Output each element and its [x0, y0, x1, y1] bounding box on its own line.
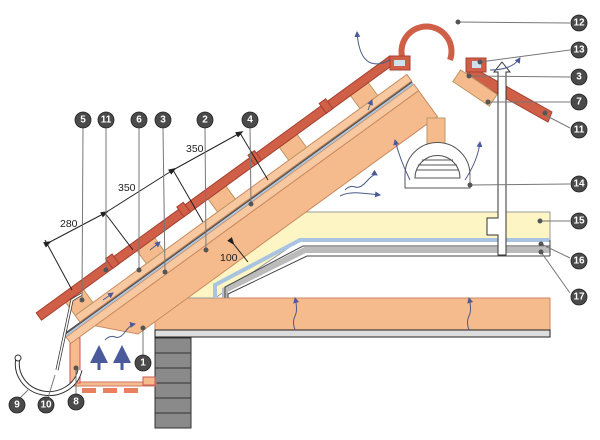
callout-16: 16 [570, 252, 588, 270]
svg-text:2: 2 [202, 115, 208, 126]
callout-11-left: 11 [97, 111, 115, 129]
callout-9: 9 [8, 396, 26, 414]
svg-text:4: 4 [247, 115, 253, 126]
svg-text:7: 7 [576, 97, 582, 108]
svg-text:12: 12 [573, 18, 585, 29]
brick-wall [154, 337, 192, 429]
svg-text:11: 11 [101, 115, 112, 126]
airflow-arrows [90, 31, 521, 370]
callout-11-right: 11 [570, 121, 588, 139]
svg-text:9: 9 [14, 400, 20, 411]
svg-text:3: 3 [576, 72, 582, 83]
svg-text:17: 17 [573, 292, 585, 303]
svg-text:14: 14 [573, 179, 585, 190]
svg-text:5: 5 [80, 115, 86, 126]
vapor-barrier-16 [213, 238, 550, 298]
svg-text:8: 8 [73, 397, 79, 408]
floor-beam [154, 297, 551, 331]
callout-2: 2 [196, 111, 214, 129]
callout-13: 13 [570, 41, 588, 59]
dim-280: 280 [60, 218, 78, 230]
svg-text:11: 11 [574, 125, 585, 136]
right-roof-slope [426, 65, 553, 149]
callout-8: 8 [67, 393, 85, 411]
callout-5: 5 [74, 111, 92, 129]
ceiling-board [154, 329, 551, 338]
ridge-tile-12 [398, 23, 455, 62]
svg-text:1: 1 [140, 358, 146, 369]
callout-7: 7 [570, 93, 588, 111]
dim-350-lower: 350 [118, 182, 136, 194]
svg-text:13: 13 [573, 45, 585, 56]
attic-vent-14 [404, 142, 471, 189]
svg-text:10: 10 [40, 400, 52, 411]
svg-text:15: 15 [573, 216, 585, 227]
callout-17: 17 [570, 288, 588, 306]
callout-1: 1 [134, 354, 152, 372]
dim-100: 100 [220, 252, 238, 264]
callout-6: 6 [130, 111, 148, 129]
callout-3-left: 3 [154, 111, 172, 129]
svg-text:16: 16 [573, 256, 585, 267]
dim-350-upper: 350 [186, 143, 204, 155]
leader-lines [19, 21, 571, 399]
callout-4: 4 [241, 111, 259, 129]
callout-12: 12 [570, 14, 588, 32]
callout-3-right: 3 [570, 68, 588, 86]
callout-15: 15 [570, 212, 588, 230]
svg-text:3: 3 [160, 115, 166, 126]
callout-14: 14 [570, 175, 588, 193]
callout-10: 10 [37, 396, 55, 414]
svg-text:6: 6 [136, 115, 142, 126]
left-roof-slope [35, 55, 439, 345]
gutter-9 [14, 292, 83, 396]
